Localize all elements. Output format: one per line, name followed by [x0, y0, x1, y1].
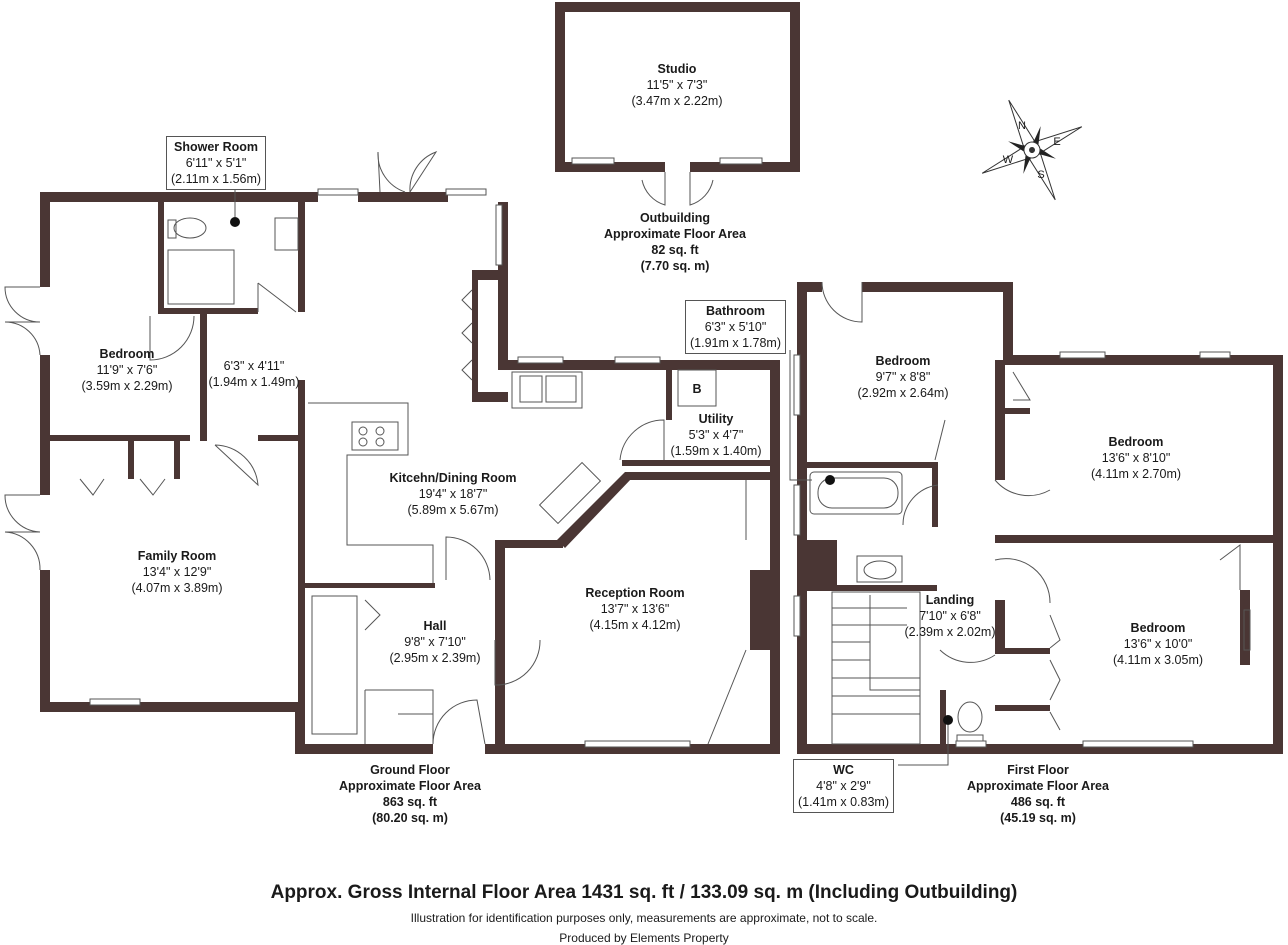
utility-metric: (1.59m x 1.40m) [670, 444, 762, 458]
wc-label: WC 4'8" x 2'9" (1.41m x 0.83m) [793, 759, 895, 813]
lobby-label: 6'3" x 4'11" (1.94m x 1.49m) [208, 358, 299, 390]
lobby-imperial: 6'3" x 4'11" [223, 359, 285, 373]
ground-floor-area-sqm: (80.20 sq. m) [372, 811, 448, 825]
studio-metric: (3.47m x 2.22m) [631, 94, 723, 108]
landing-metric: (2.39m x 2.02m) [904, 625, 996, 639]
family-room-label: Family Room 13'4" x 12'9" (4.07m x 3.89m… [131, 548, 222, 596]
family-room-metric: (4.07m x 3.89m) [131, 581, 223, 595]
first-floor-doors-fixtures [230, 217, 1251, 745]
first-floor-walls [793, 282, 1283, 754]
boiler-label: B [692, 382, 702, 396]
reception-room-metric: (4.15m x 4.12m) [589, 618, 681, 632]
utility-label: Utility 5'3" x 4'7" (1.59m x 1.40m) [670, 411, 761, 459]
landing-label: Landing 7'10" x 6'8" (2.39m x 2.02m) [904, 592, 995, 640]
lobby-metric: (1.94m x 1.49m) [208, 375, 300, 389]
bathroom-name: Bathroom [705, 304, 766, 318]
gf-bedroom-imperial: 11'9" x 7'6" [96, 363, 158, 377]
first-floor-area-subtitle: Approximate Floor Area [967, 779, 1109, 793]
studio-name: Studio [657, 62, 697, 76]
ff-bedroom-3-metric: (4.11m x 3.05m) [1112, 653, 1204, 667]
ground-floor-doors [4, 151, 665, 745]
ff-bedroom-1-name: Bedroom [875, 354, 931, 368]
label-leader-lines [234, 187, 949, 766]
ff-bedroom-2-imperial: 13'6" x 8'10" [1101, 451, 1171, 465]
hall-name: Hall [423, 619, 447, 633]
kitchen-dining-label: Kitcehn/Dining Room 19'4" x 18'7" (5.89m… [389, 470, 516, 518]
ground-floor-fixtures [167, 188, 747, 745]
outbuilding-area-sqm: (7.70 sq. m) [640, 259, 710, 273]
ff-bedroom-1-imperial: 9'7" x 8'8" [875, 370, 931, 384]
outbuilding-area-title: Outbuilding [639, 211, 711, 225]
utility-imperial: 5'3" x 4'7" [688, 428, 744, 442]
compass-e: E [1053, 136, 1061, 148]
compass-w: W [1002, 154, 1014, 166]
reception-room-label: Reception Room 13'7" x 13'6" (4.15m x 4.… [585, 585, 684, 633]
ff-bedroom-2-name: Bedroom [1108, 435, 1164, 449]
ff-bedroom-2-label: Bedroom 13'6" x 8'10" (4.11m x 2.70m) [1091, 434, 1181, 482]
compass-s: S [1037, 169, 1045, 181]
ff-bedroom-3-name: Bedroom [1130, 621, 1186, 635]
ground-floor-area-subtitle: Approximate Floor Area [339, 779, 481, 793]
studio-doors [641, 172, 714, 206]
bathroom-imperial: 6'3" x 5'10" [704, 320, 767, 334]
gf-bedroom-name: Bedroom [99, 347, 155, 361]
compass-rose [981, 99, 1083, 201]
wc-name: WC [833, 763, 854, 777]
kitchen-dining-name: Kitcehn/Dining Room [389, 471, 517, 485]
shower-room-name: Shower Room [174, 140, 259, 154]
bathroom-label: Bathroom 6'3" x 5'10" (1.91m x 1.78m) [685, 300, 787, 354]
first-floor-area-title: First Floor [1007, 763, 1069, 777]
outbuilding-area-sqft: 82 sq. ft [651, 243, 699, 257]
kitchen-dining-imperial: 19'4" x 18'7" [418, 487, 488, 501]
compass-n: N [1018, 120, 1026, 132]
hall-imperial: 9'8" x 7'10" [404, 635, 466, 649]
wc-imperial: 4'8" x 2'9" [816, 779, 871, 793]
first-floor-area-sqft: 486 sq. ft [1010, 795, 1066, 809]
disclaimer-text: Illustration for identification purposes… [410, 911, 878, 925]
ground-floor-area: Ground Floor Approximate Floor Area 863 … [339, 762, 481, 826]
wc-metric: (1.41m x 0.83m) [798, 795, 890, 809]
gross-area-title: Approx. Gross Internal Floor Area 1431 s… [270, 882, 1018, 903]
ground-floor-walls [40, 192, 780, 754]
ff-bedroom-3-imperial: 13'6" x 10'0" [1123, 637, 1193, 651]
studio-imperial: 11'5" x 7'3" [646, 78, 708, 92]
reception-room-imperial: 13'7" x 13'6" [600, 602, 670, 616]
ff-bedroom-1-label: Bedroom 9'7" x 8'8" (2.92m x 2.64m) [857, 353, 948, 401]
studio-label: Studio 11'5" x 7'3" (3.47m x 2.22m) [631, 61, 722, 109]
first-floor-area-sqm: (45.19 sq. m) [1000, 811, 1076, 825]
outbuilding-area: Outbuilding Approximate Floor Area 82 sq… [604, 210, 746, 274]
outbuilding-area-subtitle: Approximate Floor Area [604, 227, 746, 241]
kitchen-dining-metric: (5.89m x 5.67m) [407, 503, 499, 517]
studio-walls [555, 2, 800, 172]
ff-bedroom-2-metric: (4.11m x 2.70m) [1090, 467, 1182, 481]
shower-room-metric: (2.11m x 1.56m) [171, 172, 262, 186]
ground-floor-area-title: Ground Floor [370, 763, 450, 777]
landing-imperial: 7'10" x 6'8" [919, 609, 981, 623]
utility-name: Utility [698, 412, 734, 426]
ff-bedroom-1-metric: (2.92m x 2.64m) [857, 386, 949, 400]
bathroom-metric: (1.91m x 1.78m) [690, 336, 782, 350]
ff-bedroom-3-label: Bedroom 13'6" x 10'0" (4.11m x 3.05m) [1113, 620, 1203, 668]
hall-label: Hall 9'8" x 7'10" (2.95m x 2.39m) [389, 618, 480, 666]
gf-bedroom-metric: (3.59m x 2.29m) [81, 379, 173, 393]
shower-room-imperial: 6'11" x 5'1" [185, 156, 247, 170]
produced-by-text: Produced by Elements Property [559, 931, 729, 945]
family-room-imperial: 13'4" x 12'9" [142, 565, 212, 579]
family-room-name: Family Room [137, 549, 217, 563]
hall-metric: (2.95m x 2.39m) [389, 651, 481, 665]
landing-name: Landing [925, 593, 975, 607]
gf-bedroom-label: Bedroom 11'9" x 7'6" (3.59m x 2.29m) [81, 346, 172, 394]
ground-floor-area-sqft: 863 sq. ft [382, 795, 438, 809]
reception-room-name: Reception Room [585, 586, 685, 600]
first-floor-area: First Floor Approximate Floor Area 486 s… [967, 762, 1109, 826]
shower-room-label: Shower Room 6'11" x 5'1" (2.11m x 1.56m) [166, 136, 267, 190]
